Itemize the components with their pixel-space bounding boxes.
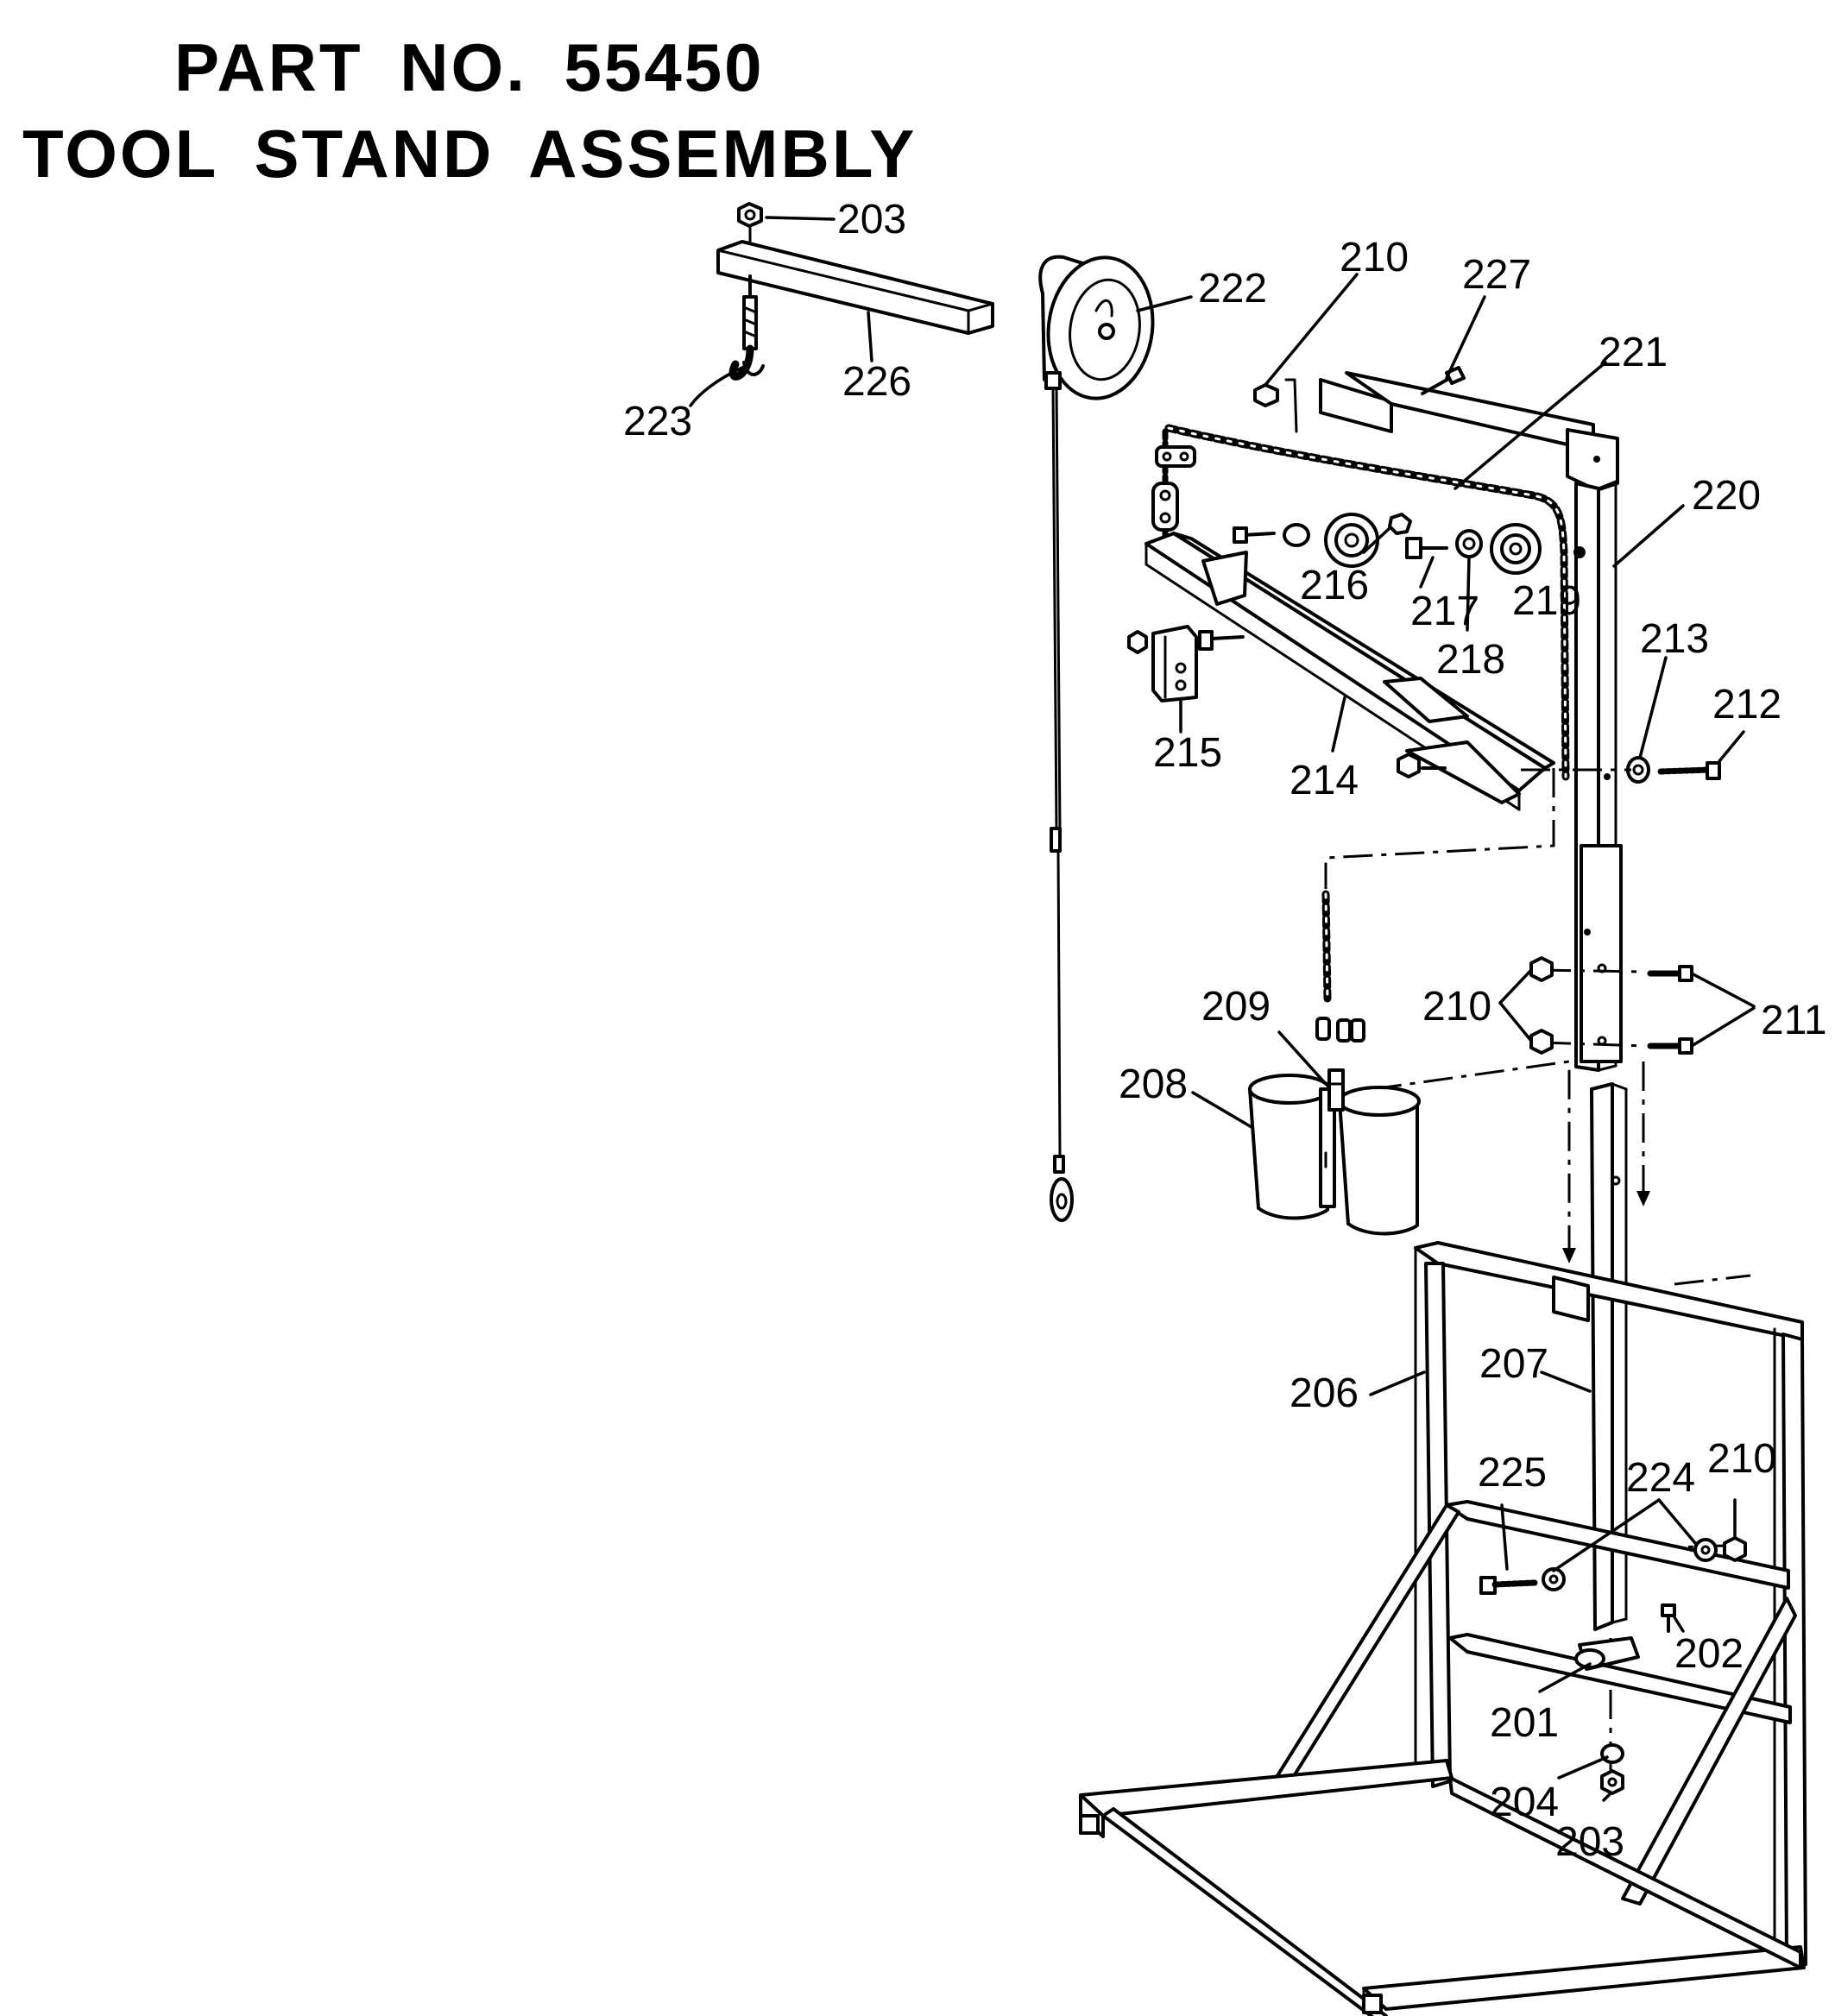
callout-labels: 203 226 223 222 210 227 221 220 216 217 … xyxy=(623,197,1827,1865)
part-204-washer xyxy=(1600,1743,1624,1764)
part-208-tool-holder xyxy=(1248,1074,1421,1236)
callout-223: 223 xyxy=(623,399,692,444)
callout-214: 214 xyxy=(1290,758,1359,803)
part-210-top-nut xyxy=(1253,378,1298,433)
callout-226: 226 xyxy=(842,359,911,405)
part-214-nut xyxy=(1397,753,1447,778)
part-225-bolt xyxy=(1479,1576,1538,1595)
callout-203-top: 203 xyxy=(837,197,906,243)
callout-203-base: 203 xyxy=(1555,1819,1624,1865)
part-209-hanger xyxy=(1327,1068,1345,1112)
part-215-bracket xyxy=(1127,625,1245,702)
part-218-spacer xyxy=(1455,529,1483,558)
callout-202: 202 xyxy=(1674,1631,1744,1677)
part-220-upper-mast xyxy=(1319,371,1623,1072)
callout-220: 220 xyxy=(1692,473,1761,519)
callout-215: 215 xyxy=(1153,730,1222,776)
part-201-base-plate xyxy=(1574,1636,1640,1671)
part-214-boom-arm xyxy=(1145,532,1555,811)
part-223-hook xyxy=(728,274,765,381)
callout-208: 208 xyxy=(1119,1062,1188,1107)
callout-216: 216 xyxy=(1300,563,1369,608)
callout-210-base: 210 xyxy=(1707,1436,1776,1482)
part-210-nut-upper xyxy=(1529,956,1554,982)
part-210-nut-base xyxy=(1723,1536,1747,1562)
part-226-top-bar xyxy=(716,240,994,335)
part-216-sprocket xyxy=(1233,513,1412,568)
title-part-number: PART NO. 55450 xyxy=(174,29,765,105)
part-210-nut-lower xyxy=(1529,1029,1554,1055)
part-224-washer-right xyxy=(1693,1538,1718,1562)
part-206-base-frame xyxy=(1079,1241,1807,2016)
callout-204: 204 xyxy=(1490,1780,1559,1825)
callout-209: 209 xyxy=(1201,984,1271,1030)
diagram-title: PART NO. 55450 TOOL STAND ASSEMBLY xyxy=(22,24,917,197)
callout-207: 207 xyxy=(1479,1341,1548,1387)
callout-217: 217 xyxy=(1410,589,1479,634)
part-203-nut-base xyxy=(1600,1769,1624,1795)
part-217-bolt xyxy=(1405,537,1448,559)
part-221-chain xyxy=(1151,424,1586,781)
part-202-bolt xyxy=(1661,1603,1676,1633)
part-212-bolt xyxy=(1657,761,1721,780)
callout-213: 213 xyxy=(1640,616,1709,662)
callout-206: 206 xyxy=(1290,1370,1359,1416)
part-211-bolt-lower xyxy=(1647,1037,1693,1055)
part-227-pin xyxy=(1421,366,1466,395)
callout-201: 201 xyxy=(1490,1700,1559,1746)
callout-219: 219 xyxy=(1512,578,1581,624)
title-assembly-name: TOOL STAND ASSEMBLY xyxy=(22,116,918,192)
callout-227: 227 xyxy=(1462,252,1531,298)
callout-218: 218 xyxy=(1436,637,1505,683)
part-219-sprocket xyxy=(1490,523,1542,575)
assembly-arrows xyxy=(1562,1191,1650,1263)
callout-211: 211 xyxy=(1761,998,1827,1043)
part-203-top-nut xyxy=(737,202,763,245)
part-222-spring-balancer xyxy=(1038,255,1155,1222)
part-211-bolt-upper xyxy=(1647,965,1693,982)
part-221-chain-lower xyxy=(1315,890,1365,1043)
part-213-washer xyxy=(1626,756,1650,784)
callout-225: 225 xyxy=(1478,1450,1547,1496)
part-207-lower-mast xyxy=(1590,1082,1628,1631)
callout-224: 224 xyxy=(1626,1455,1695,1501)
callout-212: 212 xyxy=(1712,682,1781,728)
callout-210-top: 210 xyxy=(1340,235,1409,280)
leader-lines xyxy=(689,216,1756,1802)
callout-221: 221 xyxy=(1599,330,1668,375)
callout-222: 222 xyxy=(1198,266,1267,312)
callout-210-mid: 210 xyxy=(1422,984,1491,1030)
